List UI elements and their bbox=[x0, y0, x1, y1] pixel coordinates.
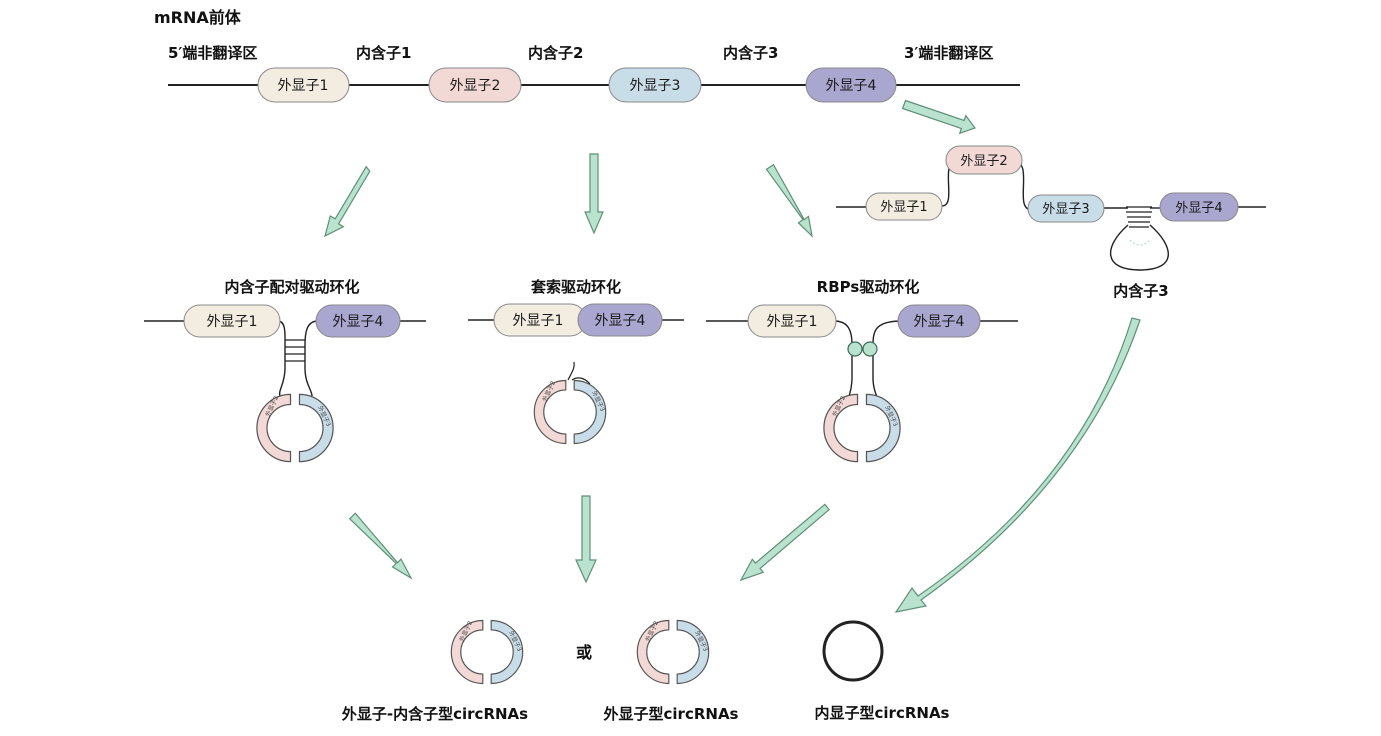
eicirc-product: 外显子2 外显子3 外显子-内含子型circRNAs bbox=[341, 620, 528, 723]
utr5-label: 5′端非翻译区 bbox=[168, 44, 257, 62]
svg-text:外显子1: 外显子1 bbox=[513, 313, 564, 329]
lariat-panel: 套索驱动环化 外显子1 外显子4 外显子2 外显子3 bbox=[468, 278, 684, 445]
intron-pairing-panel: 内含子配对驱动环化 外显子1 外显子4 外显子2 外显子3 bbox=[144, 278, 426, 463]
rbp-panel: RBPs驱动环化 外显子1 外显子4 外显子2 外显子3 bbox=[706, 278, 1018, 463]
svg-text:外显子1: 外显子1 bbox=[278, 78, 329, 94]
svg-text:外显子2: 外显子2 bbox=[450, 78, 501, 94]
svg-text:外显子4: 外显子4 bbox=[333, 314, 384, 330]
arrow-to-rbp bbox=[765, 163, 813, 238]
utr3-label: 3′端非翻译区 bbox=[904, 44, 993, 62]
svg-text:外显子3: 外显子3 bbox=[630, 78, 681, 94]
svg-text:外显子4: 外显子4 bbox=[914, 314, 965, 330]
svg-text:外显子4: 外显子4 bbox=[826, 78, 877, 94]
svg-text:外显子1: 外显子1 bbox=[767, 314, 818, 330]
arrow-to-intron-retention bbox=[901, 99, 976, 135]
arrow-rbp-to-product bbox=[739, 503, 830, 582]
svg-text:外显子4: 外显子4 bbox=[1175, 201, 1222, 216]
lariat-ring: 外显子2 外显子3 bbox=[533, 380, 607, 445]
exon4-pill: 外显子4 bbox=[805, 67, 897, 103]
rbp-protein-left bbox=[847, 341, 863, 357]
intron1-label: 内含子1 bbox=[356, 44, 411, 62]
intron3-label: 内含子3 bbox=[723, 44, 778, 62]
exon3-pill: 外显子3 bbox=[608, 67, 702, 103]
rbp-title: RBPs驱动环化 bbox=[817, 278, 920, 296]
svg-text:外显子1: 外显子1 bbox=[207, 314, 258, 330]
ecirc-product: 外显子2 外显子3 外显子型circRNAs bbox=[603, 620, 739, 723]
arrow-pairing-to-product bbox=[348, 512, 413, 580]
svg-text:外显子3: 外显子3 bbox=[1042, 202, 1089, 217]
exon2-pill: 外显子2 bbox=[428, 67, 522, 103]
rbp-exon1-pill: 外显子1 bbox=[747, 304, 837, 338]
or-label: 或 bbox=[576, 643, 592, 662]
exon1-pill: 外显子1 bbox=[257, 67, 350, 103]
eicirc-label: 外显子-内含子型circRNAs bbox=[341, 705, 528, 723]
rbp-protein-right bbox=[862, 341, 878, 357]
pre-mrna-track: 5′端非翻译区 内含子1 内含子2 内含子3 3′端非翻译区 外显子1 外显子2… bbox=[168, 44, 1020, 103]
svg-text:外显子1: 外显子1 bbox=[880, 200, 927, 215]
intron-retention-structure: 外显子1 外显子2 外显子3 外显子4 内含子3 bbox=[836, 145, 1266, 300]
arrow-to-cirna bbox=[894, 317, 1141, 613]
arrow-to-intron-pairing bbox=[324, 165, 371, 238]
cirna-label: 内显子型circRNAs bbox=[815, 704, 950, 722]
lariat-exon4-pill: 外显子4 bbox=[577, 303, 663, 337]
retention-exon4-pill: 外显子4 bbox=[1159, 192, 1239, 222]
cirna-product: 内显子型circRNAs bbox=[815, 620, 950, 722]
intron-pairing-title: 内含子配对驱动环化 bbox=[224, 278, 359, 296]
ecirc-label: 外显子型circRNAs bbox=[603, 705, 739, 723]
rbp-exon4-pill: 外显子4 bbox=[897, 304, 981, 338]
retained-intron-label: 内含子3 bbox=[1113, 282, 1168, 300]
svg-text:外显子4: 外显子4 bbox=[595, 313, 646, 329]
diagram-title: mRNA前体 bbox=[154, 8, 242, 27]
lariat-exon1-pill: 外显子1 bbox=[493, 303, 587, 337]
intron-pairing-ring: 外显子2 外显子3 bbox=[256, 393, 334, 463]
intron2-label: 内含子2 bbox=[528, 44, 583, 62]
arrow-lariat-to-product bbox=[575, 495, 597, 584]
intron-pairing-exon1-pill: 外显子1 bbox=[183, 304, 281, 338]
arrow-to-lariat bbox=[584, 153, 604, 235]
cirna-ring bbox=[822, 620, 884, 682]
lariat-title: 套索驱动环化 bbox=[530, 278, 621, 296]
retention-exon1-pill: 外显子1 bbox=[865, 192, 943, 221]
svg-text:外显子2: 外显子2 bbox=[960, 154, 1007, 169]
retention-exon2-pill: 外显子2 bbox=[945, 145, 1023, 175]
rbp-ring: 外显子2 外显子3 bbox=[823, 393, 901, 463]
retention-exon3-pill: 外显子3 bbox=[1027, 194, 1105, 223]
intron-pairing-exon4-pill: 外显子4 bbox=[315, 304, 401, 338]
